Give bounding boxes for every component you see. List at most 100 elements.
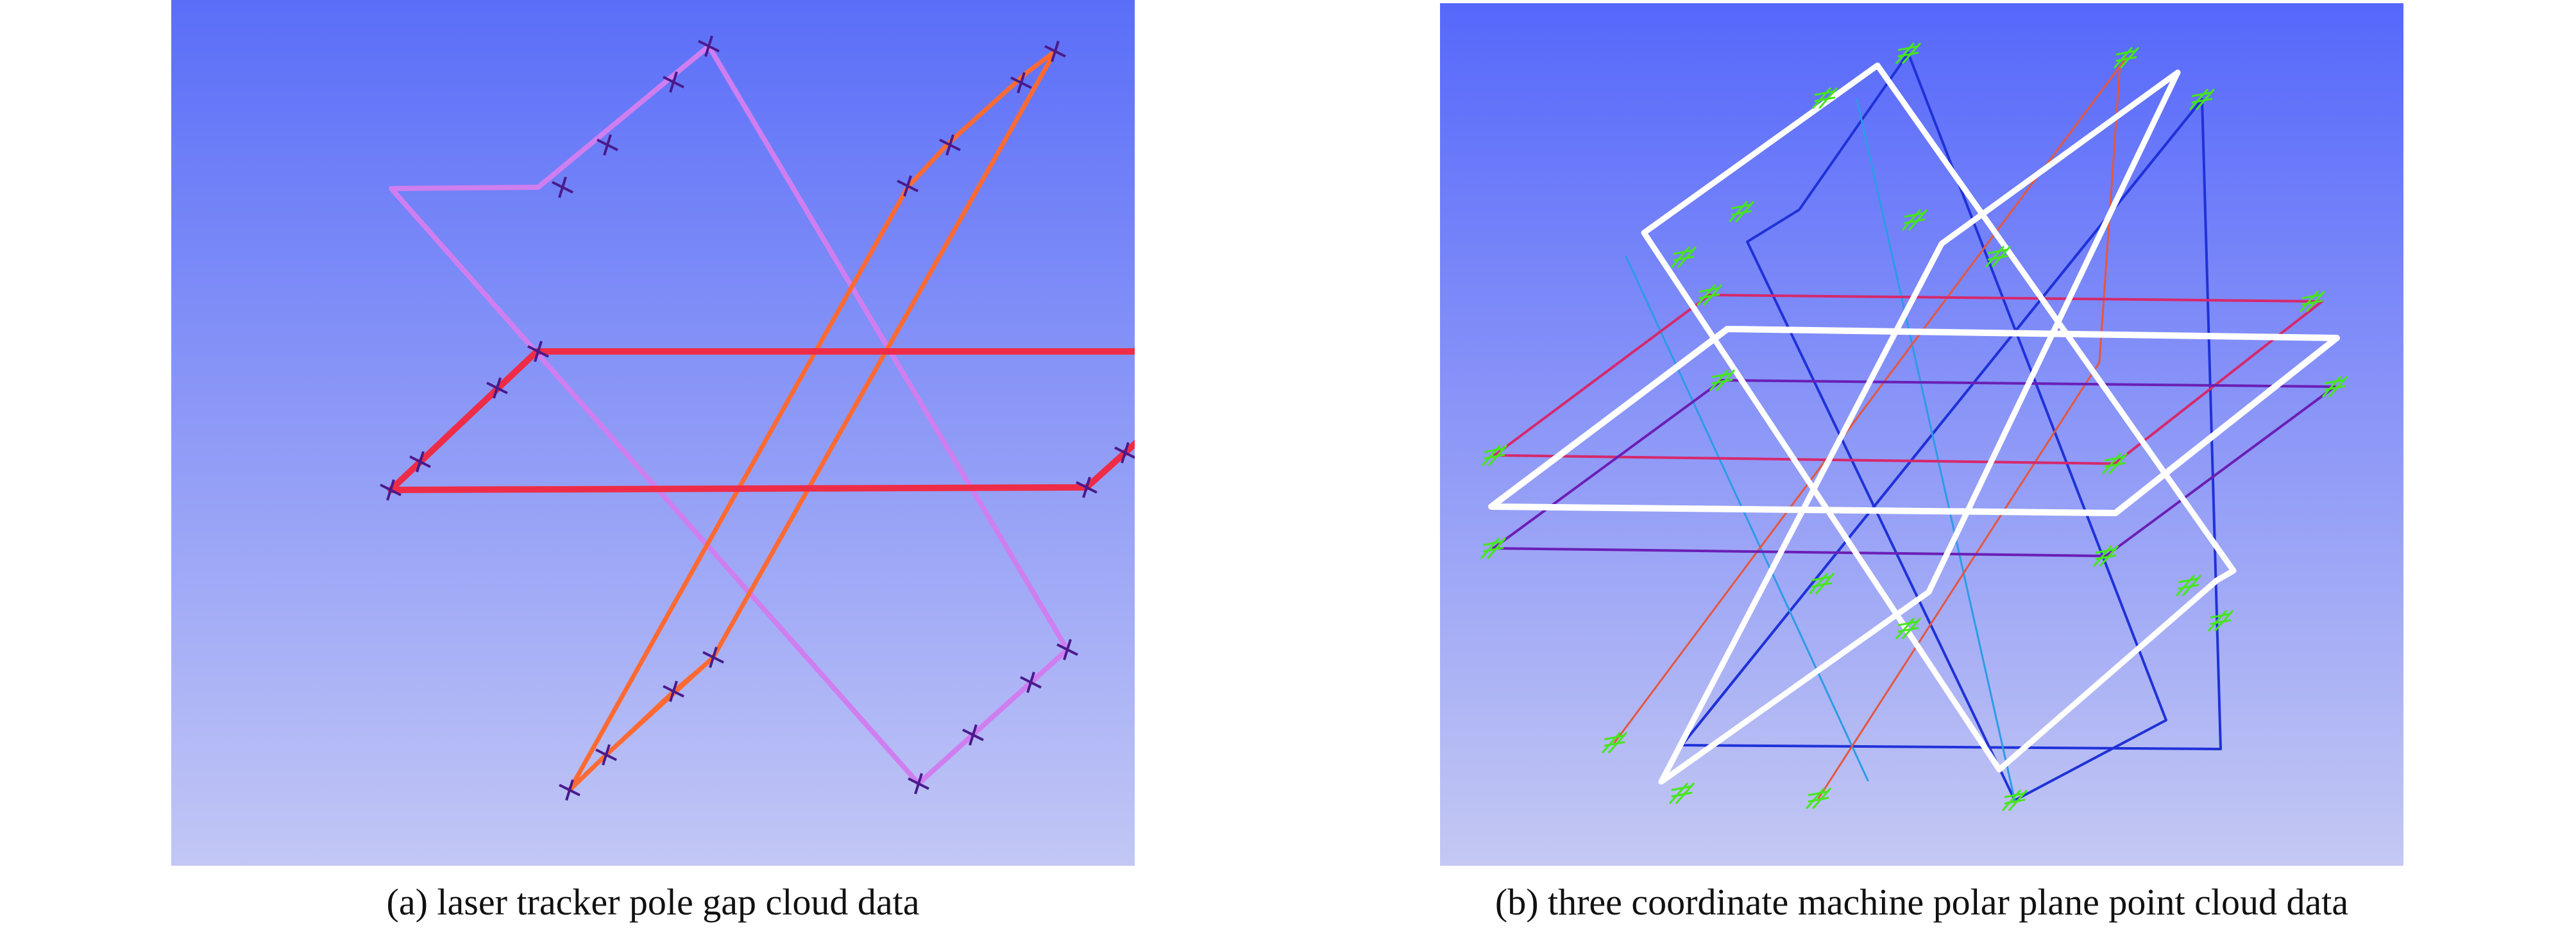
marker-stroke bbox=[2301, 299, 2323, 306]
marker-stroke bbox=[2095, 548, 2117, 554]
marker-stroke bbox=[493, 377, 502, 399]
cmm-point-marker bbox=[1728, 201, 1755, 223]
marker-stroke bbox=[1805, 788, 1826, 809]
cmm-point-marker bbox=[2189, 88, 2216, 110]
marker-stroke bbox=[602, 744, 611, 766]
marker-stroke bbox=[534, 341, 543, 362]
tracker-point-marker bbox=[663, 680, 684, 702]
tracker-point-marker bbox=[1056, 639, 1078, 661]
cmm-point-marker bbox=[1709, 369, 1736, 391]
marker-stroke bbox=[969, 724, 978, 746]
marker-stroke bbox=[1814, 90, 1836, 96]
marker-stroke bbox=[1482, 546, 1504, 553]
panel-a-point-cloud-plot bbox=[171, 0, 1135, 866]
marker-stroke bbox=[2101, 453, 2122, 475]
marker-stroke bbox=[1814, 96, 1836, 103]
marker-stroke bbox=[1985, 246, 2005, 267]
tracker-point-marker bbox=[1020, 671, 1042, 693]
marker-stroke bbox=[1017, 72, 1026, 94]
tracker-point-marker bbox=[663, 71, 684, 93]
tracker-point-marker bbox=[595, 744, 617, 766]
marker-stroke bbox=[1904, 218, 1926, 224]
cmm-point-marker bbox=[1668, 782, 1695, 804]
marker-stroke bbox=[709, 646, 718, 668]
cmm-point-marker bbox=[1480, 537, 1507, 559]
marker-stroke bbox=[914, 773, 923, 795]
cmm-point-marker bbox=[1601, 732, 1628, 754]
marker-stroke bbox=[2301, 293, 2323, 299]
tracker-point-marker bbox=[1010, 72, 1032, 94]
marker-stroke bbox=[1601, 732, 1622, 754]
cmm-point-marker bbox=[2001, 789, 2028, 811]
marker-stroke bbox=[1987, 248, 2009, 255]
cmm-point-marker bbox=[1985, 246, 2012, 267]
marker-stroke bbox=[1604, 741, 1625, 747]
marker-stroke bbox=[2321, 376, 2342, 398]
marker-stroke bbox=[1731, 210, 1752, 216]
tracker-point-marker bbox=[702, 646, 724, 668]
cmm-point-marker bbox=[2321, 376, 2348, 398]
marker-stroke bbox=[1673, 255, 1695, 262]
marker-stroke bbox=[1895, 42, 1915, 64]
panel-a-laser-tracker-view bbox=[171, 0, 1135, 866]
orange-frame-edge bbox=[1817, 65, 2121, 800]
marker-stroke bbox=[1808, 790, 1829, 796]
red-frame-outline bbox=[387, 348, 1135, 493]
blue-frame-a bbox=[1746, 52, 2167, 802]
marker-stroke bbox=[1897, 620, 1919, 627]
marker-stroke bbox=[2095, 554, 2117, 560]
marker-stroke bbox=[1671, 785, 1693, 791]
marker-stroke bbox=[1709, 369, 1729, 391]
marker-stroke bbox=[1051, 40, 1060, 62]
cmm-point-marker bbox=[1481, 444, 1508, 466]
marker-stroke bbox=[386, 479, 395, 501]
marker-stroke bbox=[1901, 209, 1922, 231]
marker-stroke bbox=[1895, 618, 1915, 639]
tracker-point-marker bbox=[1076, 476, 1097, 498]
panel-a-background bbox=[171, 0, 1135, 866]
cmm-point-marker bbox=[1895, 618, 1922, 639]
marker-stroke bbox=[1484, 447, 1505, 453]
marker-stroke bbox=[1668, 782, 1689, 804]
marker-stroke bbox=[945, 134, 954, 156]
marker-stroke bbox=[1897, 51, 1919, 58]
marker-stroke bbox=[2191, 97, 2213, 104]
marker-stroke bbox=[416, 451, 425, 473]
marker-stroke bbox=[1671, 791, 1693, 798]
marker-stroke bbox=[2207, 610, 2228, 632]
cmm-point-marker bbox=[2175, 575, 2202, 596]
marker-stroke bbox=[1711, 378, 1733, 385]
marker-stroke bbox=[669, 680, 678, 702]
marker-stroke bbox=[2210, 612, 2232, 619]
marker-stroke bbox=[1897, 45, 1919, 51]
marker-stroke bbox=[1604, 734, 1625, 741]
marker-stroke bbox=[1481, 444, 1502, 466]
marker-stroke bbox=[2191, 91, 2213, 97]
cmm-point-marker bbox=[1805, 788, 1832, 809]
tracker-point-marker bbox=[552, 176, 573, 198]
purple-frame bbox=[1492, 379, 2336, 557]
marker-stroke bbox=[704, 35, 713, 57]
marker-stroke bbox=[2175, 575, 2196, 596]
marker-stroke bbox=[2092, 545, 2113, 567]
marker-stroke bbox=[1699, 293, 1720, 299]
cmm-point-marker bbox=[2092, 545, 2119, 567]
cmm-point-marker bbox=[2207, 610, 2234, 632]
cmm-point-marker bbox=[1811, 87, 1838, 109]
marker-stroke bbox=[1484, 453, 1505, 460]
cmm-point-marker bbox=[2113, 47, 2140, 69]
tracker-point-marker bbox=[908, 773, 929, 795]
marker-stroke bbox=[1121, 442, 1130, 464]
marker-stroke bbox=[2001, 789, 2022, 811]
marker-stroke bbox=[2178, 584, 2199, 590]
marker-stroke bbox=[2324, 378, 2346, 385]
marker-stroke bbox=[2115, 56, 2137, 62]
marker-stroke bbox=[1811, 87, 1832, 109]
cmm-point-marker bbox=[1808, 573, 1835, 594]
tracker-point-marker bbox=[380, 479, 402, 501]
marker-stroke bbox=[2104, 455, 2126, 462]
cmm-point-marker bbox=[1670, 246, 1697, 268]
marker-stroke bbox=[1026, 671, 1035, 693]
panel-b-cmm-view bbox=[1440, 3, 2403, 866]
marker-stroke bbox=[2189, 88, 2209, 110]
